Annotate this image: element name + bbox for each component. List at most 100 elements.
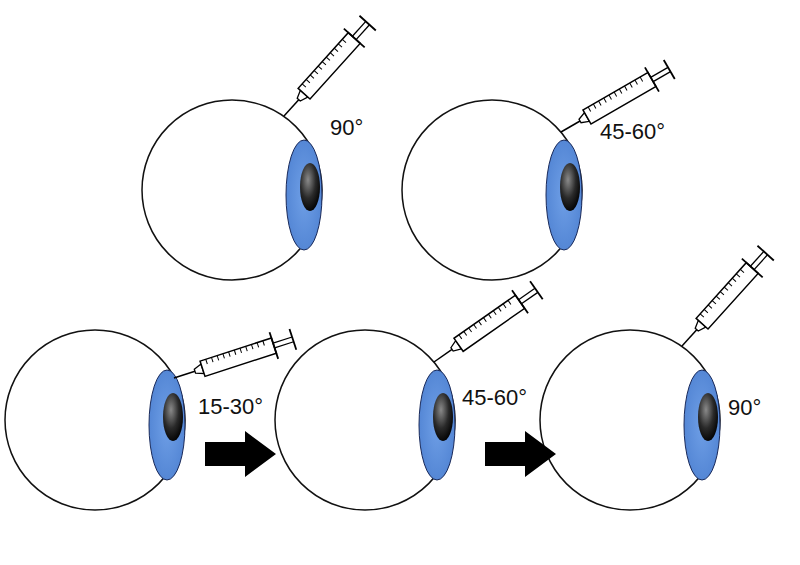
needle xyxy=(284,100,299,116)
barrel xyxy=(298,33,360,99)
plunger-rod xyxy=(750,251,763,266)
flange xyxy=(742,259,763,278)
scale-tick xyxy=(240,348,242,353)
syringe xyxy=(274,14,378,126)
plunger-rod xyxy=(356,25,369,40)
scale-tick xyxy=(342,39,346,42)
scale-tick xyxy=(334,48,338,51)
needle xyxy=(561,121,580,132)
angle-label: 45-60° xyxy=(600,120,665,144)
scale-tick xyxy=(302,84,306,87)
flange xyxy=(344,29,365,48)
scale-tick xyxy=(732,278,736,281)
scale-tick xyxy=(508,300,511,304)
syringe xyxy=(554,57,676,144)
globe xyxy=(540,330,720,510)
plunger-cap xyxy=(530,281,543,299)
scale-tick xyxy=(493,311,496,315)
scale-tick xyxy=(483,318,486,322)
plunger-rod xyxy=(519,288,535,299)
plunger-cap xyxy=(359,16,375,31)
eyeball xyxy=(275,330,455,510)
scale-tick xyxy=(488,314,491,318)
sequence-arrow xyxy=(485,431,556,477)
scale-tick xyxy=(322,62,326,65)
scale-tick xyxy=(716,296,720,299)
globe xyxy=(5,330,185,510)
scale-tick xyxy=(211,357,213,362)
sequence-arrow xyxy=(205,431,276,477)
scale-tick xyxy=(251,344,253,349)
scale-tick xyxy=(234,350,236,355)
scale-tick xyxy=(712,301,716,304)
needle xyxy=(174,371,195,378)
scale-tick xyxy=(740,269,744,272)
scale-tick xyxy=(314,71,318,74)
scale-tick xyxy=(246,346,248,351)
iris xyxy=(149,370,185,480)
iris xyxy=(546,140,582,250)
flange xyxy=(270,332,279,359)
flange xyxy=(512,290,528,313)
scale-tick xyxy=(625,86,628,90)
scale-tick xyxy=(464,331,467,335)
syringe xyxy=(170,326,298,391)
scale-tick xyxy=(306,79,310,82)
iris xyxy=(286,140,322,250)
barrel xyxy=(200,338,276,376)
pupil xyxy=(433,393,453,441)
scale-tick xyxy=(469,328,472,332)
scale-tick xyxy=(474,324,477,328)
plunger-rod xyxy=(273,337,292,343)
eyeball xyxy=(5,330,185,510)
scale-tick xyxy=(588,107,591,111)
needle xyxy=(434,349,452,362)
scale-tick xyxy=(223,354,225,359)
plunger-rod xyxy=(275,342,294,348)
syringes xyxy=(170,14,776,392)
eyeball xyxy=(540,330,720,510)
scale-tick xyxy=(326,57,330,60)
scale-tick xyxy=(338,44,342,47)
scale-tick xyxy=(217,356,219,361)
scale-tick xyxy=(229,352,231,357)
plunger-cap xyxy=(664,60,675,79)
globe xyxy=(275,330,455,510)
scale-tick xyxy=(498,307,501,311)
scale-tick xyxy=(599,101,602,105)
scale-tick xyxy=(310,75,314,78)
scale-tick xyxy=(609,95,612,99)
angle-label: 15-30° xyxy=(198,395,263,419)
plunger-rod xyxy=(651,67,668,77)
iris xyxy=(684,370,720,480)
scale-tick xyxy=(503,304,506,308)
scale-tick xyxy=(704,309,708,312)
scale-tick xyxy=(206,359,208,364)
globe xyxy=(142,100,322,280)
iris xyxy=(419,370,455,480)
plunger-cap xyxy=(757,246,773,261)
scale-tick xyxy=(635,80,638,84)
scale-tick xyxy=(630,83,633,87)
angle-label: 90° xyxy=(330,116,363,140)
plunger-rod xyxy=(521,292,537,303)
barrel xyxy=(696,263,758,329)
scale-tick xyxy=(614,92,617,96)
needle xyxy=(682,330,697,346)
plunger-cap xyxy=(289,329,296,350)
scale-tick xyxy=(736,274,740,277)
pupil xyxy=(698,393,718,441)
scale-tick xyxy=(728,283,732,286)
scale-tick xyxy=(459,335,462,339)
plunger-rod xyxy=(653,72,670,82)
scale-tick xyxy=(318,66,322,69)
scale-tick xyxy=(257,343,259,348)
plunger-rod xyxy=(754,255,767,270)
scale-tick xyxy=(604,98,607,102)
scale-tick xyxy=(330,53,334,56)
eyeball xyxy=(402,100,582,280)
plunger-rod xyxy=(352,21,365,36)
pupil xyxy=(560,163,580,211)
